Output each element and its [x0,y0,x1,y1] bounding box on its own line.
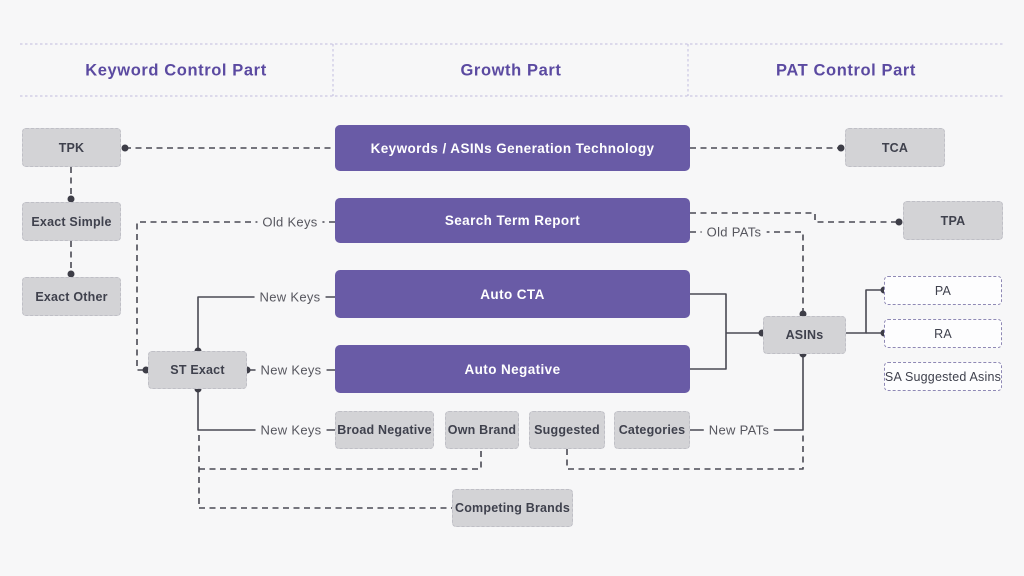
edge-label-old-pats: Old PATs [701,224,767,240]
edge-label-new-pats: New PATs [703,422,775,438]
edge-label-old-keys: Old Keys [257,214,323,230]
node-tca: TCA [845,128,945,167]
node-keywords-asins-generation-technology: Keywords / ASINs Generation Technology [335,125,690,171]
header-growth-part: Growth Part [460,61,562,80]
node-asins: ASINs [763,316,846,354]
node-search-term-report: Search Term Report [335,198,690,243]
node-tpa: TPA [903,201,1003,240]
header-grid-lines [20,43,1005,97]
edge-label-new-keys-broad-negative: New Keys [255,422,327,438]
node-competing-brands: Competing Brands [452,489,573,527]
node-tpk: TPK [22,128,121,167]
node-sa-suggested-asins: SA Suggested Asins [884,362,1002,391]
edge-label-new-keys-auto-cta: New Keys [254,289,326,305]
node-ra: RA [884,319,1002,348]
dashed-connectors [70,147,899,509]
edge-label-new-keys-auto-negative: New Keys [255,362,327,378]
node-suggested: Suggested [529,411,605,449]
node-pa: PA [884,276,1002,305]
node-st-exact: ST Exact [148,351,247,389]
node-categories: Categories [614,411,690,449]
node-auto-negative: Auto Negative [335,345,690,393]
node-auto-cta: Auto CTA [335,270,690,318]
node-broad-negative: Broad Negative [335,411,434,449]
node-exact-other: Exact Other [22,277,121,316]
header-pat-control-part: PAT Control Part [775,61,917,80]
node-own-brand: Own Brand [445,411,519,449]
header-keyword-control-part: Keyword Control Part [85,61,267,80]
node-exact-simple: Exact Simple [22,202,121,241]
